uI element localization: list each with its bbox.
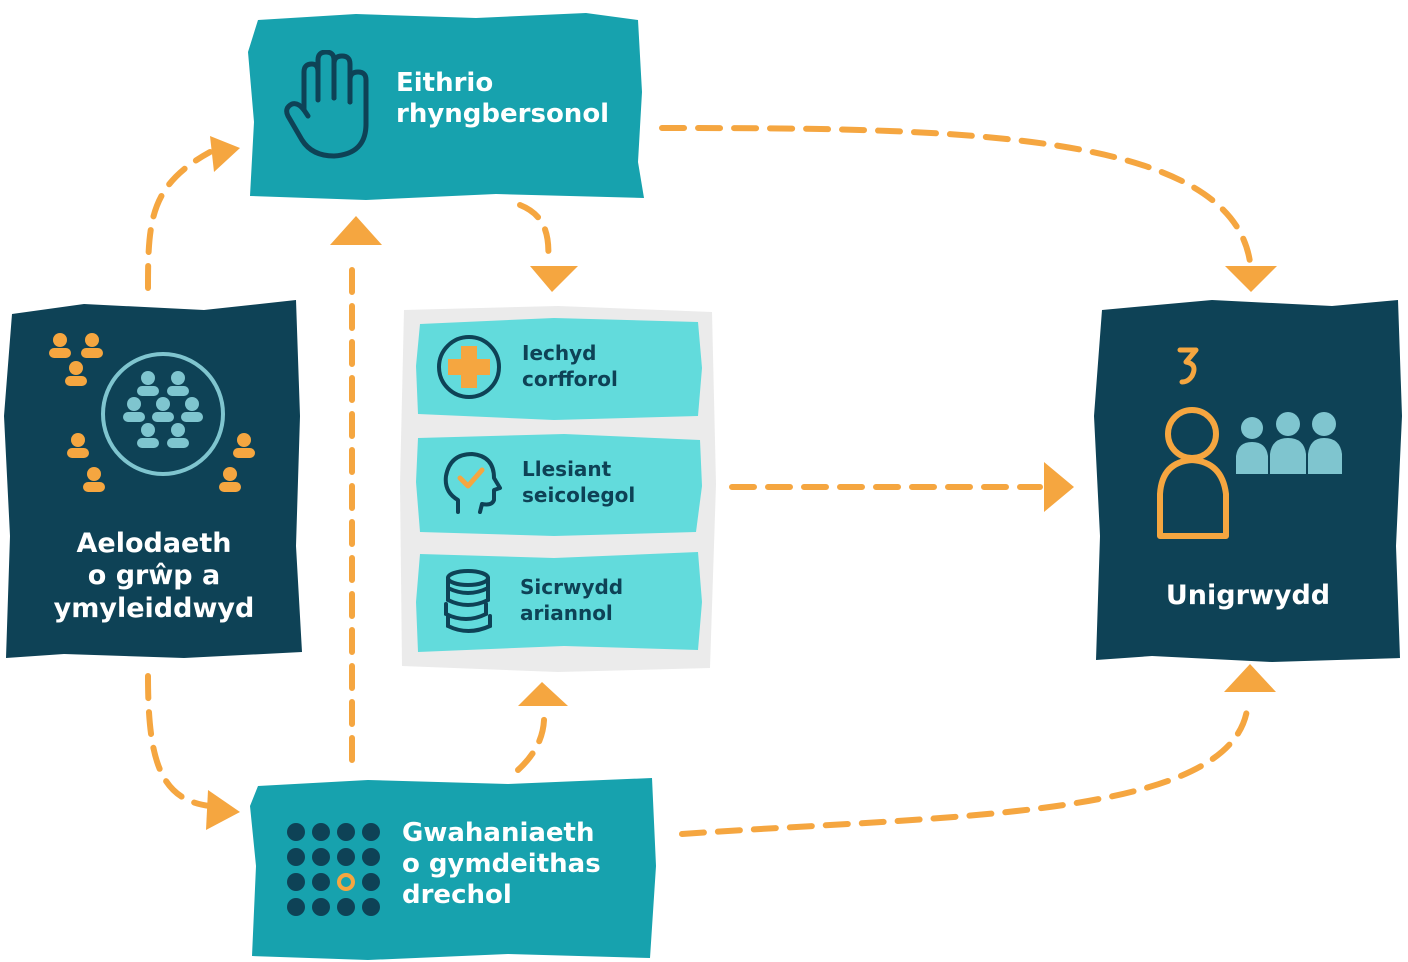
factor-label-psychological-wellbeing: Llesiant seicolegol — [522, 457, 636, 507]
arrow-separation-to-factors — [515, 709, 548, 773]
lonely-person-icon — [1157, 347, 1342, 539]
arrowhead — [530, 266, 578, 292]
arrowhead — [206, 790, 240, 830]
coin-stack-icon — [444, 569, 492, 633]
head-check-icon — [443, 452, 502, 514]
membership-box — [4, 300, 302, 658]
arrow-membership-to-exclusion — [145, 149, 213, 291]
arrowhead — [1225, 266, 1277, 292]
dot-grid-icon — [287, 823, 380, 916]
arrowhead — [330, 216, 382, 245]
loneliness-box — [1094, 300, 1402, 662]
factor-label-financial-security: Sicrwydd ariannol — [520, 575, 624, 625]
raised-hand-icon — [284, 50, 369, 159]
arrow-exclusion-to-loneliness — [659, 125, 1253, 265]
medical-cross-icon — [437, 335, 501, 399]
loneliness-label: Unigrwydd — [1165, 580, 1331, 611]
arrowhead — [518, 682, 568, 706]
arrowhead — [210, 136, 240, 172]
arrowhead — [1224, 664, 1276, 692]
crowd-circle-icon — [49, 333, 255, 492]
exclusion-label: Eithrio rhyngbersonol — [396, 68, 610, 130]
arrow-membership-to-separation — [145, 673, 213, 809]
separation-label: Gwahaniaeth o gymdeithas drechol — [402, 818, 601, 911]
factor-label-physical-health: Iechyd corfforol — [522, 341, 618, 391]
separation-box — [250, 778, 656, 960]
arrow-separation-to-loneliness — [679, 697, 1251, 837]
membership-label: Aelodaeth o grŵp a ymyleiddwyd — [53, 528, 255, 624]
arrow-exclusion-to-factors — [517, 202, 552, 265]
arrowhead — [1044, 462, 1074, 512]
